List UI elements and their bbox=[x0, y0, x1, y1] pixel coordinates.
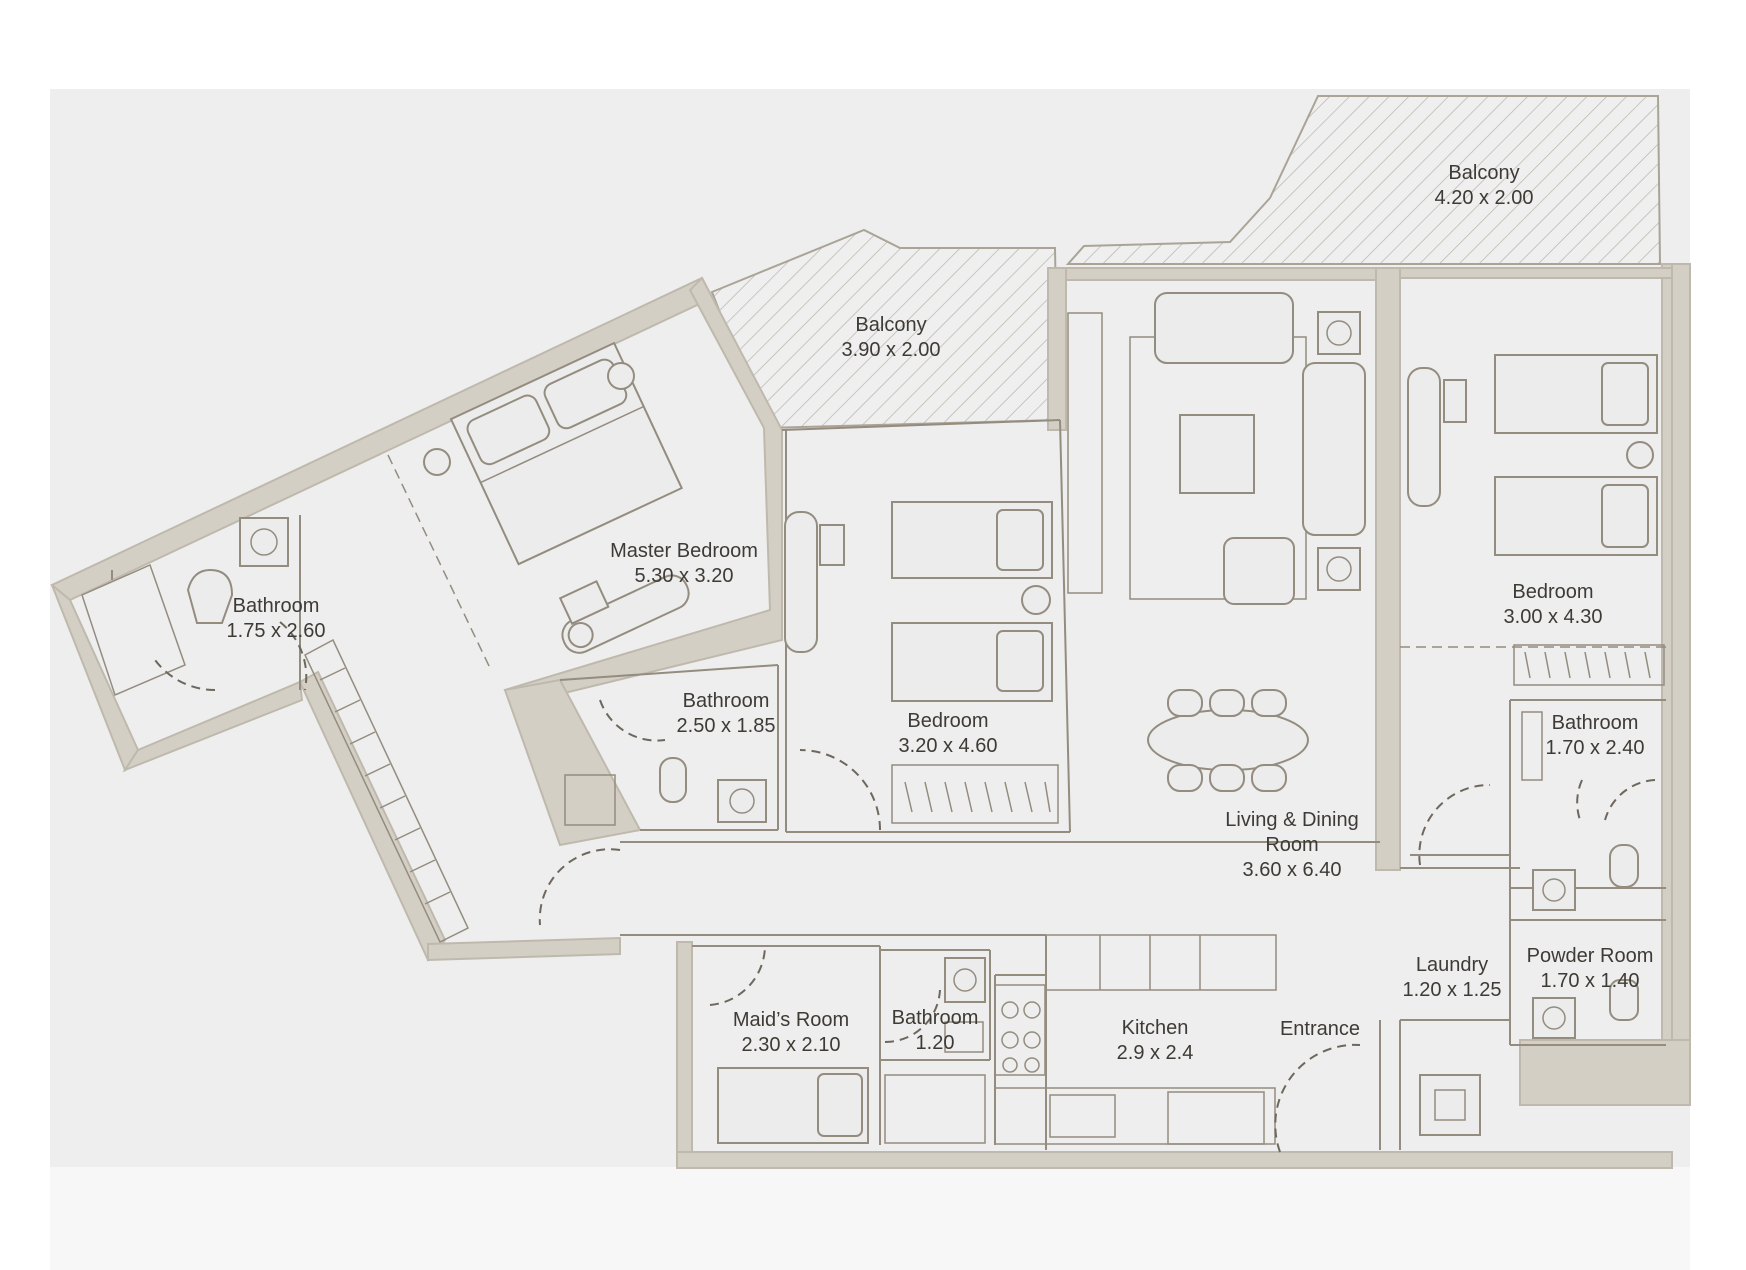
wardrobe-mid bbox=[891, 764, 1059, 824]
balcony-east-dims: 4.20 x 2.00 bbox=[1435, 187, 1534, 209]
living-furniture bbox=[1067, 292, 1366, 792]
master-chaise bbox=[558, 574, 690, 654]
laundry-name: Laundry bbox=[1416, 954, 1488, 976]
wardrobe-master bbox=[304, 638, 469, 944]
outer-walls bbox=[50, 263, 1691, 1169]
east-bathroom-name: Bathroom bbox=[1552, 712, 1639, 734]
powder-room-dims: 1.70 x 1.40 bbox=[1541, 970, 1640, 992]
wardrobes bbox=[304, 638, 1665, 944]
room-labels: Balcony 4.20 x 2.00 Balcony 3.90 x 2.00 … bbox=[227, 162, 1654, 1064]
powder-room-fixtures bbox=[1532, 979, 1639, 1039]
mid-bathroom-name: Bathroom bbox=[683, 690, 770, 712]
living-dining-dims: 3.60 x 6.40 bbox=[1243, 859, 1342, 881]
east-bathroom-dims: 1.70 x 2.40 bbox=[1546, 737, 1645, 759]
wardrobe-hangers bbox=[319, 651, 1651, 905]
east-bathroom-fixtures bbox=[1521, 711, 1639, 911]
master-bedroom-dims: 5.30 x 3.20 bbox=[635, 565, 734, 587]
maids-room-name: Maid’s Room bbox=[733, 1009, 849, 1031]
living-dining-name-2: Room bbox=[1265, 834, 1318, 856]
east-bedroom-dims: 3.00 x 4.30 bbox=[1504, 606, 1603, 628]
master-bed bbox=[449, 341, 684, 566]
east-bedroom-name: Bedroom bbox=[1512, 581, 1593, 603]
laundry-dims: 1.20 x 1.25 bbox=[1403, 979, 1502, 1001]
east-bedroom-furniture bbox=[1407, 354, 1658, 556]
master-bedroom-name: Master Bedroom bbox=[610, 540, 758, 562]
kitchen-name: Kitchen bbox=[1122, 1017, 1189, 1039]
laundry-fixtures bbox=[1419, 1074, 1481, 1136]
maids-room-fixtures bbox=[717, 957, 986, 1144]
entrance-name: Entrance bbox=[1280, 1018, 1360, 1040]
mid-bedroom-furniture bbox=[784, 501, 1053, 702]
balcony-east-name: Balcony bbox=[1448, 162, 1519, 184]
maids-bathroom-name: Bathroom bbox=[892, 1007, 979, 1029]
mid-bathroom-dims: 2.50 x 1.85 bbox=[677, 715, 776, 737]
lower-blank-strip bbox=[50, 1167, 1690, 1270]
zone-dashes bbox=[387, 454, 1666, 669]
wardrobe-east bbox=[1513, 644, 1665, 686]
partitions bbox=[111, 419, 1666, 1150]
balcony-west-dims: 3.90 x 2.00 bbox=[842, 339, 941, 361]
master-bathroom-name: Bathroom bbox=[233, 595, 320, 617]
master-nightstand-left bbox=[423, 448, 451, 476]
mid-bedroom-dims: 3.20 x 4.60 bbox=[899, 735, 998, 757]
kitchen-dims: 2.9 x 2.4 bbox=[1117, 1042, 1194, 1064]
living-dining-name-1: Living & Dining bbox=[1225, 809, 1358, 831]
master-nightstand-right bbox=[607, 362, 635, 390]
powder-room-name: Powder Room bbox=[1527, 945, 1654, 967]
mid-bathroom-fixtures bbox=[564, 757, 767, 826]
maids-room-dims: 2.30 x 2.10 bbox=[742, 1034, 841, 1056]
master-bathroom-dims: 1.75 x 2.60 bbox=[227, 620, 326, 642]
master-bathroom-fixtures bbox=[81, 517, 289, 697]
door-swings bbox=[154, 621, 1656, 1153]
maids-bathroom-dims: 1.20 bbox=[916, 1032, 955, 1054]
mid-bedroom-name: Bedroom bbox=[907, 710, 988, 732]
balcony-east bbox=[1065, 95, 1662, 265]
balcony-west-name: Balcony bbox=[855, 314, 926, 336]
